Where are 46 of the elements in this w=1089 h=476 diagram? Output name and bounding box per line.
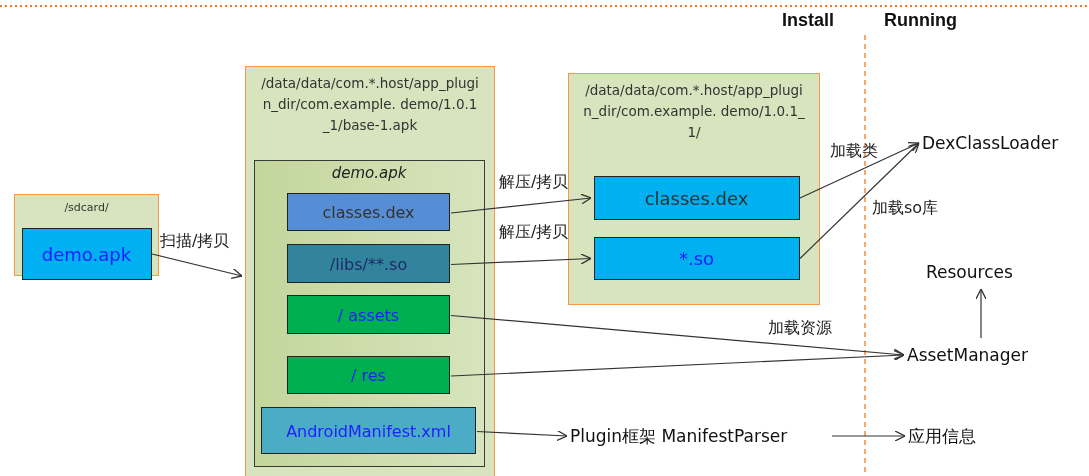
file-name: /libs/**.so [328,254,409,273]
file-name: / assets [336,305,401,324]
path-text: /data/data/com.*.host/app_plugin_dir/com.example. demo/1.0.1_1/ [583,81,805,142]
folder-box [568,73,820,305]
file-name: demo.apk [330,163,408,182]
file-box [21,227,152,280]
edge-label: 加载资源 [768,318,832,339]
file-name: / res [350,365,387,385]
edge-label: 解压/拷贝 [499,222,569,243]
file-name: classes.dex [321,202,416,222]
arrow [831,430,906,442]
arrow [450,349,905,377]
edge-label: 扫描/拷贝 [160,231,230,252]
phase-heading: Install [782,10,834,31]
arrow [975,288,987,339]
edge-label: 解压/拷贝 [499,172,569,193]
file-box [593,236,800,280]
file-name: *.so [677,247,716,269]
archive-box [253,159,485,467]
file-box [593,175,800,220]
folder-box [245,66,495,476]
edge-label: 加载类 [830,141,878,162]
file-box [261,407,476,454]
path-text: /sdcard/ [63,201,110,214]
class-label: Resources [926,262,1013,282]
arrow [799,142,920,260]
file-name: AndroidManifest.xml [285,421,452,440]
parser-label: Plugin框架 ManifestParser [570,424,788,448]
arrow [476,429,568,442]
info-label: 应用信息 [908,424,976,448]
class-label: DexClassLoader [922,133,1059,153]
arrow [799,142,920,199]
arrow [450,193,592,214]
edge-label: 加载so库 [872,198,939,219]
file-box [287,193,450,231]
file-box [287,244,450,283]
folder-box [287,295,450,334]
phase-heading: Running [884,10,957,31]
arrow [450,253,592,266]
arrow [151,253,243,280]
path-text: /data/data/com.*.host/app_plugin_dir/com.example. demo/1.0.1_1/base-1.apk [260,74,480,135]
file-name: classes.dex [643,187,750,208]
file-name: demo.apk [40,243,133,264]
arrow [450,314,905,360]
class-label: AssetManager [907,345,1028,365]
folder-box [287,356,450,394]
